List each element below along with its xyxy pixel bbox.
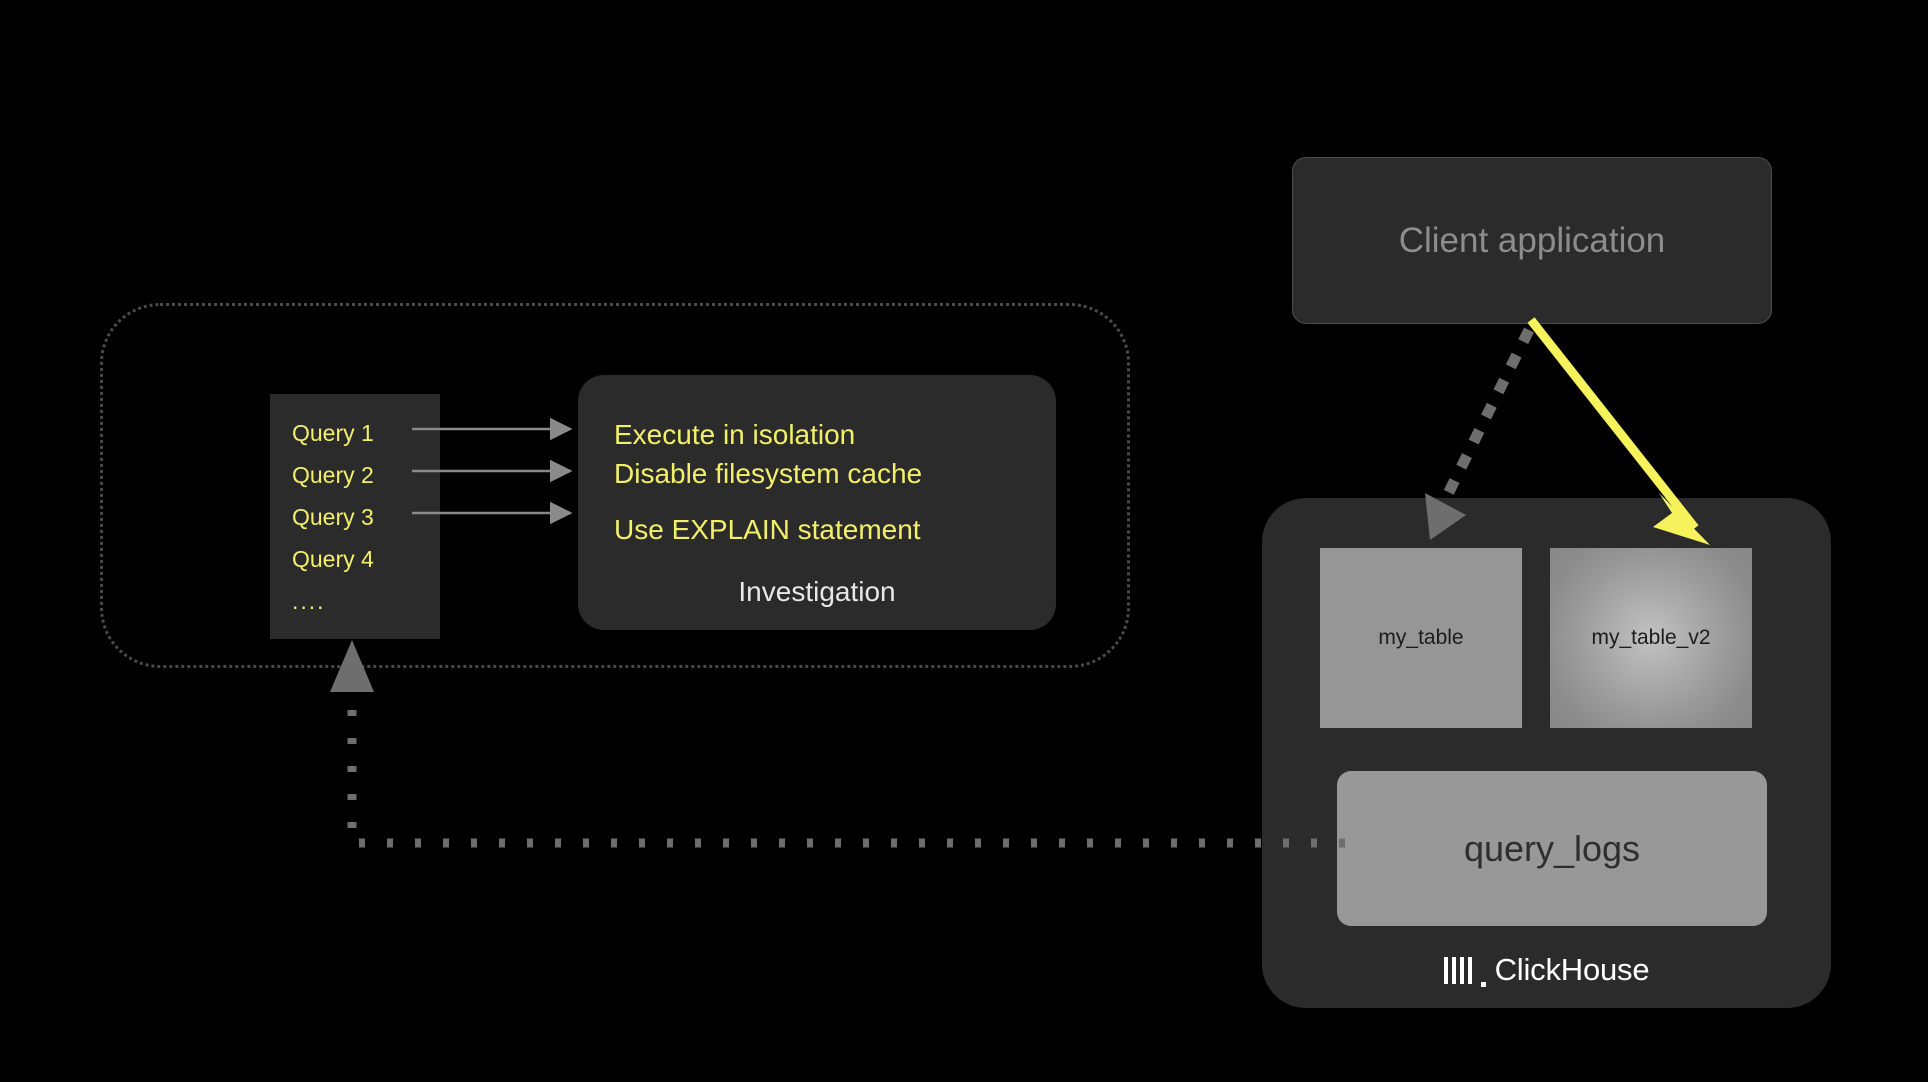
investigation-line-1: Execute in isolation [614,419,856,450]
client-application-label: Client application [1398,220,1666,260]
investigation-line-3: Use EXPLAIN statement [614,514,921,545]
table-my-table-label: my_table [1378,626,1464,649]
investigation-line-2: Disable filesystem cache [614,458,923,489]
clickhouse-logo: ClickHouse [1262,952,1831,988]
clickhouse-bars-icon [1443,956,1472,984]
query-list[interactable]: Query 1 Query 2 Query 3 Query 4 .... [270,394,440,639]
table-query-logs-label: query_logs [1463,827,1641,869]
table-my-table[interactable]: my_table [1320,548,1522,728]
query-list-item-1[interactable]: Query 1 [292,420,374,446]
query-list-item-2[interactable]: Query 2 [292,462,374,488]
connector-client-to-my-table-v2 [1527,317,1699,531]
query-list-item-more[interactable]: .... [292,588,326,614]
investigation-group [100,303,1130,668]
client-application[interactable]: Client application [1292,157,1772,324]
investigation-caption: Investigation [738,576,896,607]
table-my-table-v2-label: my_table_v2 [1591,626,1711,649]
clickhouse-dot-icon [1480,982,1486,987]
connector-client-to-my-table [1440,327,1534,503]
connector-query-logs-to-query-list [347,673,1345,848]
table-my-table-v2[interactable]: my_table_v2 [1550,548,1752,728]
table-query-logs[interactable]: query_logs [1337,771,1767,926]
clickhouse-container: my_table my_table_v2 query_logs ClickHou… [1262,498,1831,1008]
investigation-panel: Execute in isolation Disable filesystem … [578,375,1056,630]
query-list-item-3[interactable]: Query 3 [292,504,374,530]
query-list-item-4[interactable]: Query 4 [292,546,374,572]
clickhouse-wordmark: ClickHouse [1494,952,1650,987]
